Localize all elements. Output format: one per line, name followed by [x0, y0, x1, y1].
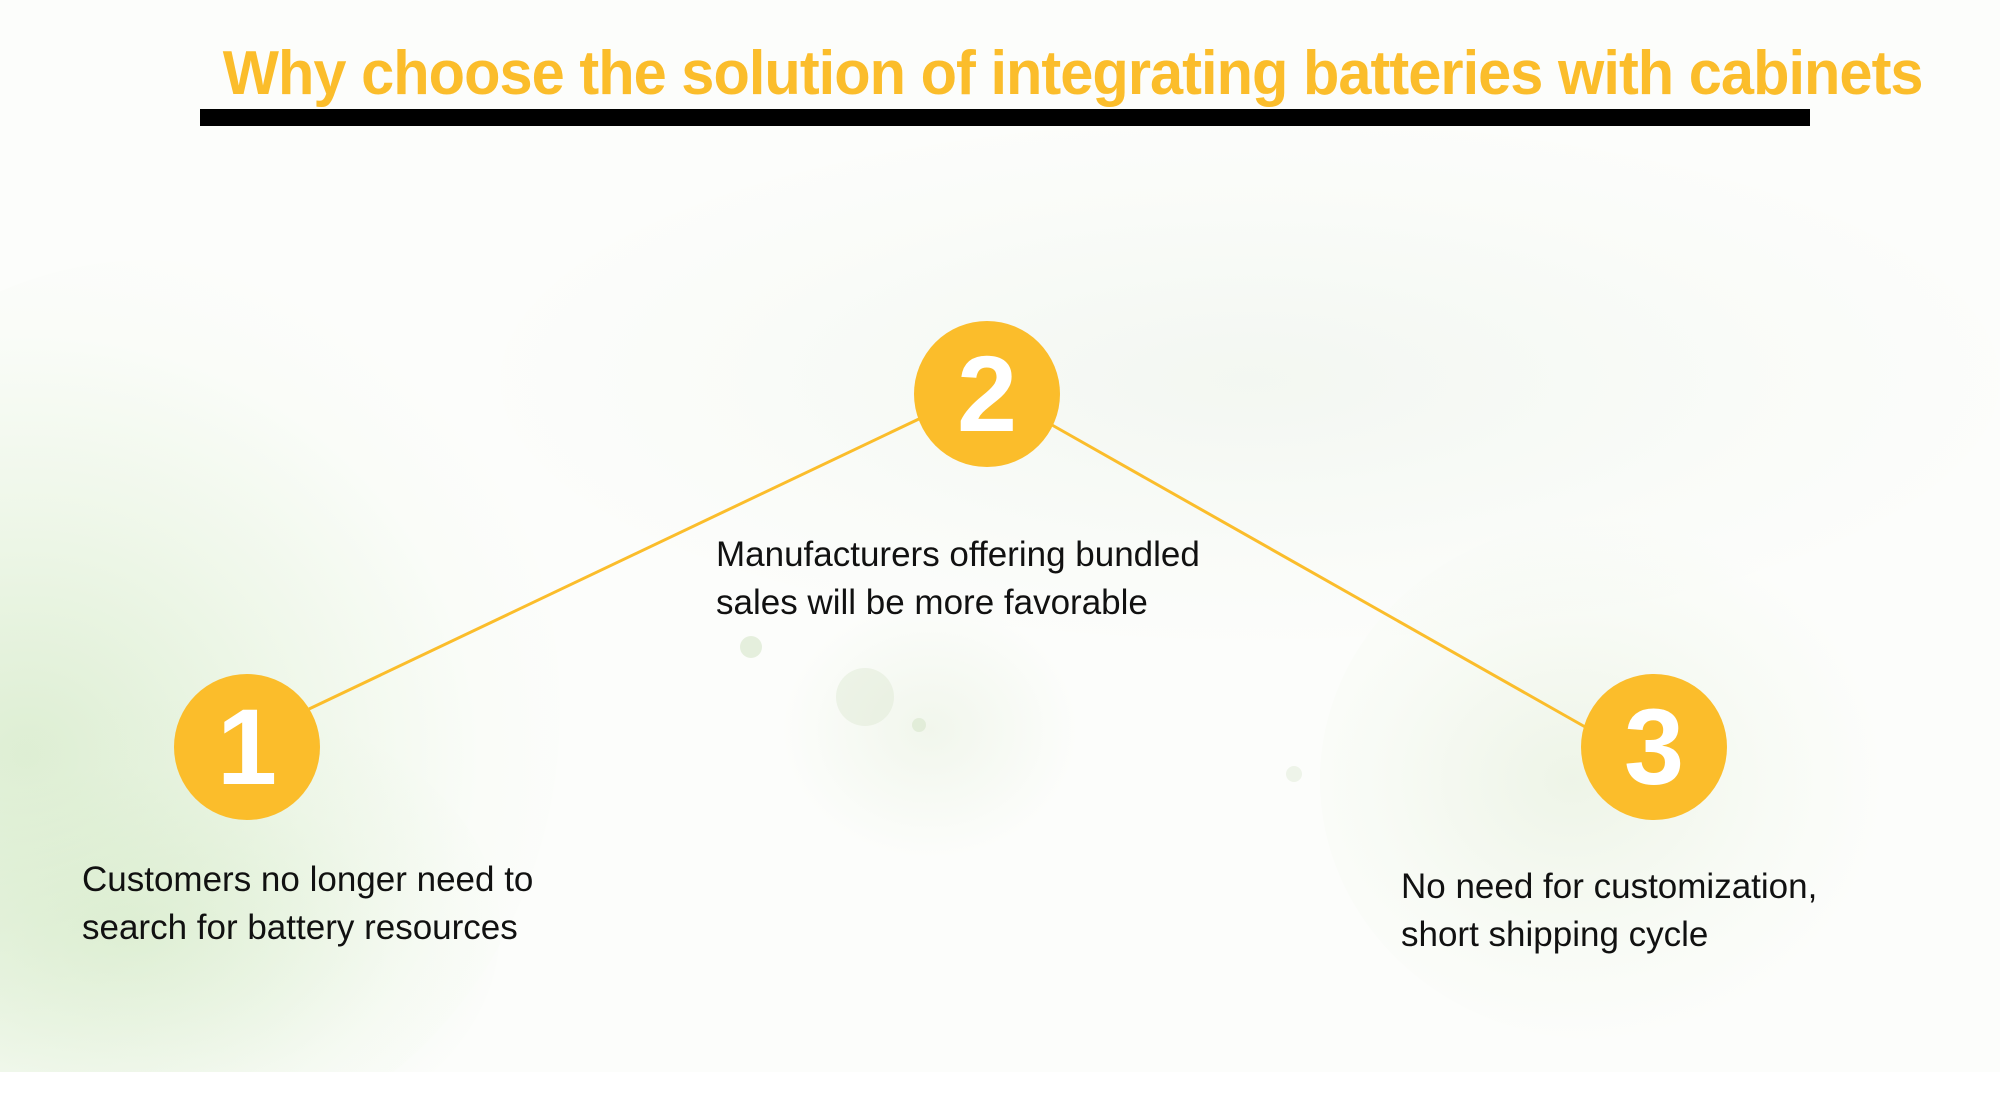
watercolor-dot: [836, 668, 894, 726]
connector-line-1-2: [308, 416, 922, 711]
step-1-number: 1: [216, 686, 278, 807]
title-underline-bar: [200, 109, 1810, 126]
page-title: Why choose the solution of integrating b…: [222, 39, 1924, 108]
slide: Why choose the solution of integrating b…: [0, 39, 2000, 1072]
connector-lines: [308, 416, 1588, 730]
step-3-caption-line-2: short shipping cycle: [1401, 915, 1709, 954]
step-3-number: 3: [1623, 686, 1685, 807]
step-2-caption: Manufacturers offering bundled sales wil…: [716, 531, 1200, 627]
step-3-circle: 3: [1581, 674, 1727, 820]
watercolor-dot: [912, 718, 926, 732]
step-2-caption-line-2: sales will be more favorable: [716, 583, 1148, 622]
step-1-caption-line-2: search for battery resources: [82, 908, 518, 947]
step-3-caption-line-1: No need for customization,: [1401, 867, 1818, 906]
step-2-caption-line-1: Manufacturers offering bundled: [716, 535, 1200, 574]
step-3-caption: No need for customization, short shippin…: [1401, 863, 1817, 959]
watercolor-dot: [1286, 766, 1302, 782]
step-2-number: 2: [956, 333, 1018, 454]
step-1-caption-line-1: Customers no longer need to: [82, 860, 534, 899]
step-1-caption: Customers no longer need to search for b…: [82, 856, 533, 952]
step-2-circle: 2: [914, 321, 1060, 467]
watercolor-dot: [740, 636, 762, 658]
step-1-circle: 1: [174, 674, 320, 820]
connector-line-2-3: [1051, 423, 1588, 730]
